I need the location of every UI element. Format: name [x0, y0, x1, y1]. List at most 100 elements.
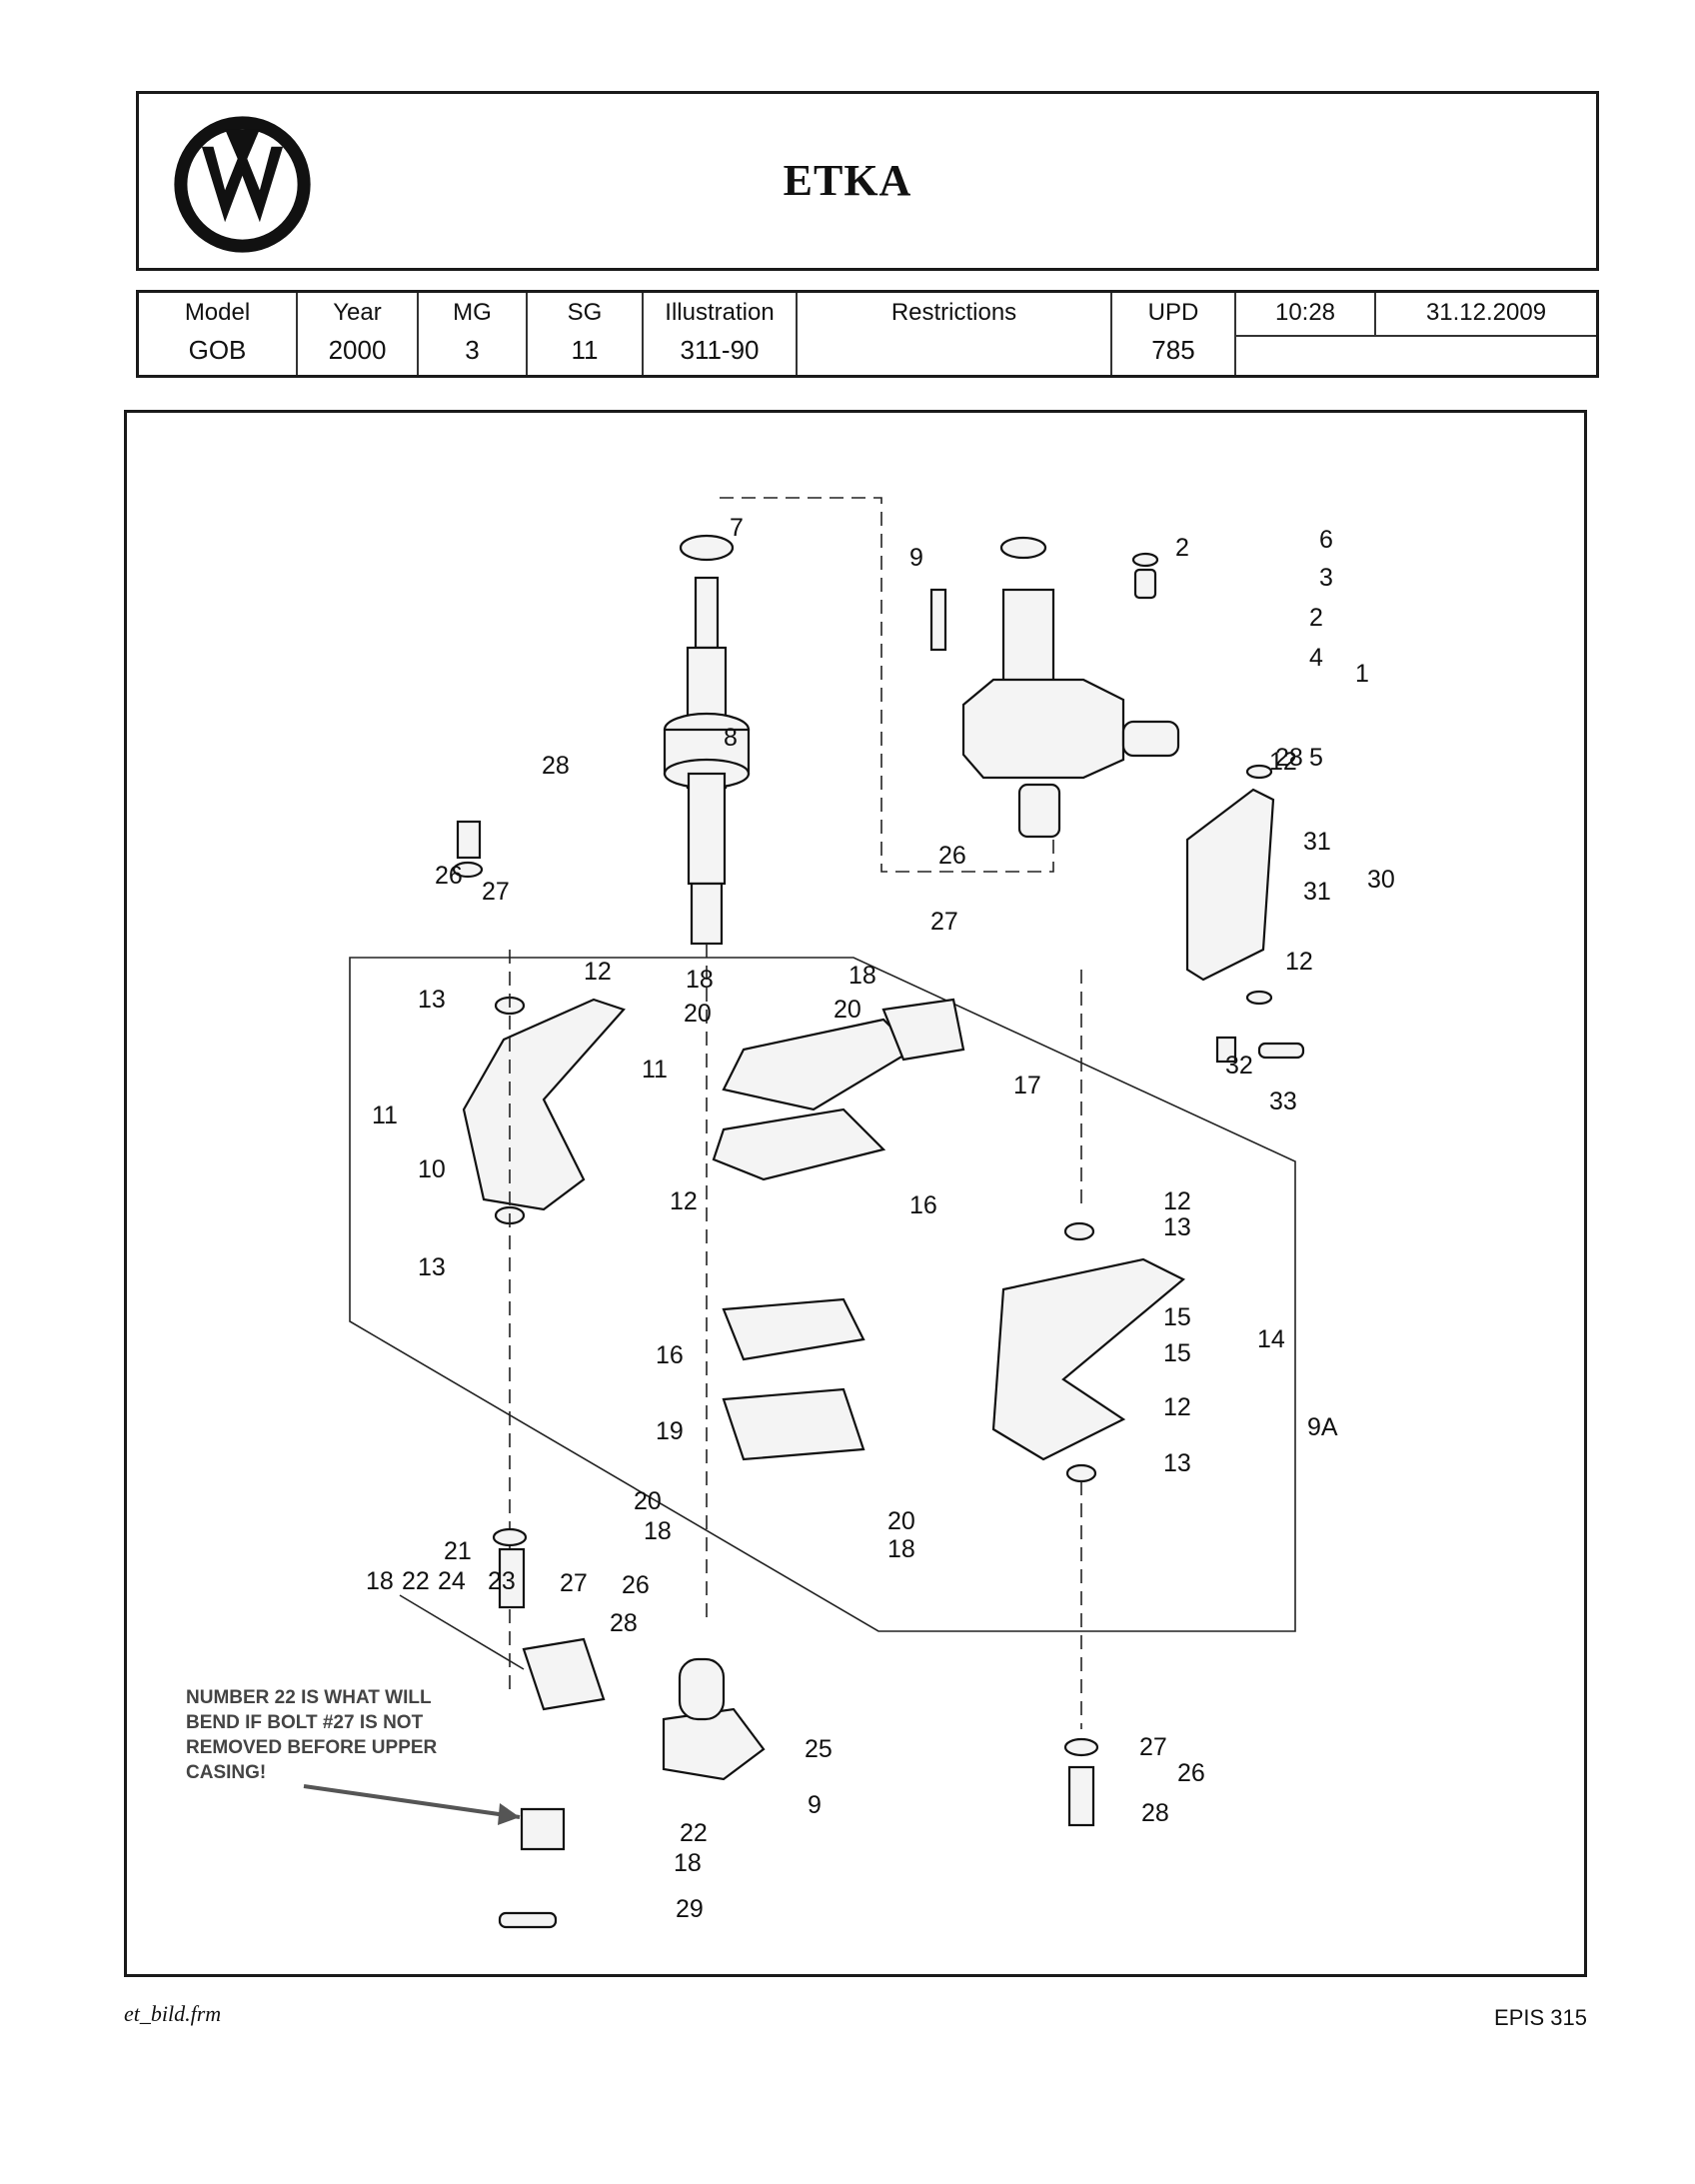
header-box — [136, 91, 1599, 271]
callout-label: 31 — [1303, 878, 1331, 906]
callout-label: 25 — [805, 1735, 833, 1763]
shaft-guide-line — [720, 497, 1054, 873]
year-label: Year — [333, 299, 382, 326]
volkswagen-logo-icon — [174, 116, 311, 253]
callout-label: 4 — [1309, 644, 1323, 672]
upd-cell: UPD 785 — [1112, 293, 1236, 375]
callout-label: 12 — [1285, 948, 1313, 976]
callout-label: 12 — [1163, 1393, 1191, 1421]
callout-label: 9A — [1307, 1413, 1338, 1441]
callout-label: 28 — [610, 1609, 638, 1637]
model-value: GOB — [188, 335, 247, 365]
restrictions-cell: Restrictions — [798, 293, 1112, 375]
footer-form-name: et_bild.frm — [124, 2001, 222, 2026]
callout-label: 13 — [1163, 1213, 1191, 1241]
right-bracket-part — [1185, 764, 1305, 1064]
callout-label: 24 — [438, 1567, 466, 1595]
callout-label: 18 — [686, 966, 714, 994]
callout-label: 30 — [1367, 866, 1395, 894]
selector-fork-parts — [712, 998, 965, 1461]
callout-label: 1 — [1355, 660, 1369, 688]
mg-label: MG — [453, 299, 492, 326]
callout-label: 5 — [1309, 744, 1323, 772]
year-value: 2000 — [328, 335, 387, 365]
callout-label: 3 — [1319, 564, 1333, 592]
callout-label: 22 — [680, 1819, 708, 1847]
callout-label: 31 — [1303, 828, 1331, 856]
year-cell: Year 2000 — [298, 293, 419, 375]
callout-label: 27 — [1139, 1733, 1167, 1761]
callout-label: 27 — [930, 908, 958, 936]
callout-label: 32 — [1225, 1052, 1253, 1080]
callout-label: 9 — [909, 544, 923, 572]
illustration-value: 311-90 — [680, 335, 760, 365]
callout-label: 20 — [834, 996, 861, 1024]
callout-label: 27 — [482, 878, 510, 906]
callout-label: 11 — [642, 1056, 668, 1084]
date-cell: 31.12.2009 — [1376, 293, 1596, 337]
lower-parts — [399, 1527, 1099, 1929]
lower-right-bracket-part — [991, 1221, 1185, 1483]
model-cell: Model GOB — [139, 293, 298, 375]
sg-cell: SG 11 — [528, 293, 644, 375]
mg-value: 3 — [465, 335, 480, 365]
callout-label: 8 — [724, 724, 738, 752]
callout-label: 26 — [938, 842, 966, 870]
illustration-cell: Illustration 311-90 — [644, 293, 798, 375]
page-title: ETKA — [783, 156, 912, 205]
callout-label: 13 — [1163, 1449, 1191, 1477]
note-line-3: REMOVED BEFORE UPPER — [186, 1737, 438, 1758]
callout-label: 17 — [1013, 1072, 1041, 1099]
callout-label: 9 — [808, 1791, 822, 1819]
selector-housing-part — [929, 536, 1180, 839]
callout-label: 28 — [542, 752, 570, 780]
callout-label: 13 — [418, 986, 446, 1014]
callout-label: 20 — [634, 1487, 662, 1515]
callout-label: 13 — [418, 1253, 446, 1281]
upd-label: UPD — [1147, 299, 1199, 326]
restrictions-label: Restrictions — [890, 299, 1017, 326]
note-line-2: BEND IF BOLT #27 IS NOT — [186, 1712, 424, 1733]
illustration-label: Illustration — [665, 299, 775, 326]
callout-label: 12 — [584, 958, 612, 986]
callout-label: 18 — [848, 962, 876, 990]
model-label: Model — [184, 299, 251, 326]
footer-code: EPIS 315 — [1494, 2005, 1587, 2030]
callout-label: 20 — [684, 1000, 712, 1028]
callout-label: 22 — [402, 1567, 430, 1595]
repair-note: NUMBER 22 IS WHAT WILL BEND IF BOLT #27 … — [186, 1687, 521, 1825]
info-table: Model GOB Year 2000 MG 3 SG 11 Illustrat… — [136, 290, 1599, 378]
callout-label: 26 — [435, 862, 463, 890]
callout-label: 18 — [644, 1517, 672, 1545]
date-value: 31.12.2009 — [1425, 299, 1547, 326]
callout-label: 15 — [1163, 1339, 1191, 1367]
callout-label: 33 — [1269, 1088, 1297, 1115]
note-arrow-icon — [303, 1784, 521, 1819]
upd-value: 785 — [1151, 335, 1195, 365]
callout-label: 12 — [1163, 1187, 1191, 1215]
callout-label: 19 — [656, 1417, 684, 1445]
arrowhead-icon — [498, 1803, 520, 1825]
callout-label: 12 — [1269, 748, 1297, 776]
callout-label: 27 — [560, 1569, 588, 1597]
callout-label: 16 — [656, 1341, 684, 1369]
shift-shaft-part — [663, 534, 751, 946]
callout-label: 16 — [909, 1191, 937, 1219]
callout-label: 28 — [1141, 1799, 1169, 1827]
sg-value: 11 — [571, 335, 599, 365]
time-value: 10:28 — [1274, 299, 1336, 326]
callout-label: 2 — [1309, 604, 1323, 632]
callout-label: 28 — [1275, 744, 1303, 772]
callout-label: 15 — [1163, 1303, 1191, 1331]
callout-label: 18 — [887, 1535, 915, 1563]
callout-label: 2 — [1175, 534, 1189, 562]
drawing-frame — [124, 410, 1587, 1977]
note-line-1: NUMBER 22 IS WHAT WILL — [186, 1687, 432, 1708]
callout-label: 10 — [418, 1155, 446, 1183]
group-9a-outline — [349, 957, 1296, 1632]
callout-label: 29 — [676, 1895, 704, 1923]
callout-label: 6 — [1319, 526, 1333, 554]
sg-label: SG — [567, 299, 603, 326]
